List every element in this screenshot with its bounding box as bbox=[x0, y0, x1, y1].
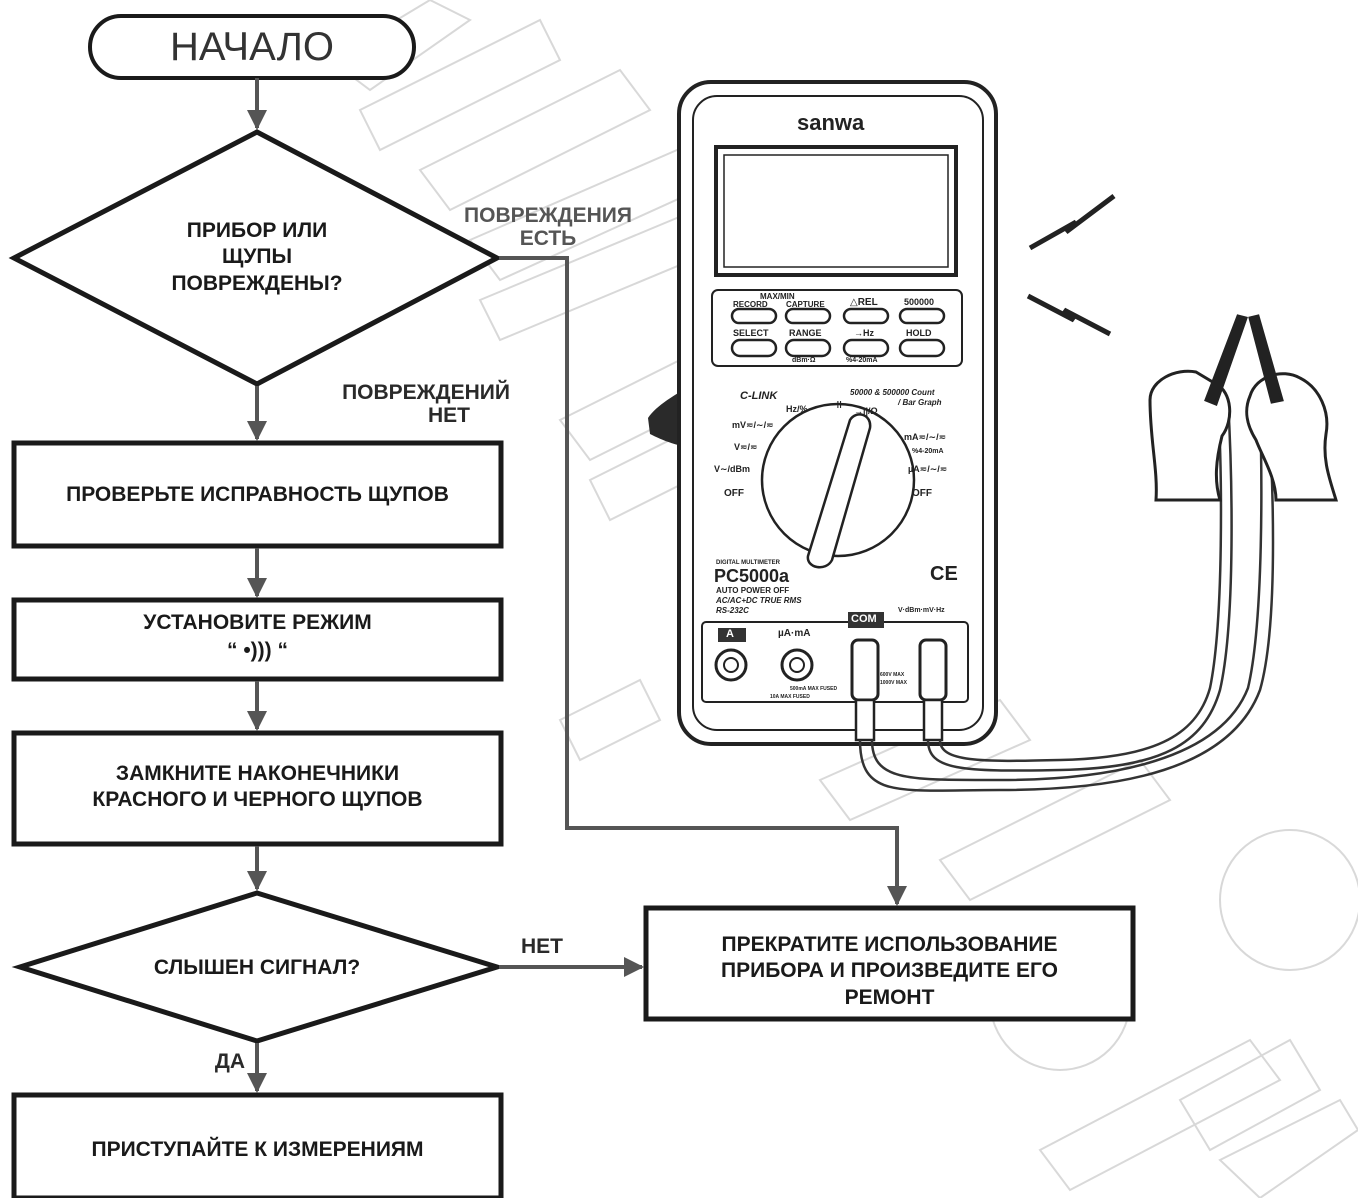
box-check-text: ПРОВЕРЬТЕ ИСПРАВНОСТЬ ЩУПОВ bbox=[18, 482, 497, 508]
box-short-text: ЗАМКНИТЕ НАКОНЕЧНИКИ КРАСНОГО И ЧЕРНОГО … bbox=[18, 761, 497, 814]
start-label: НАЧАЛО bbox=[92, 22, 412, 72]
record-button bbox=[732, 309, 776, 323]
btn-count-label: 500000 bbox=[904, 297, 934, 307]
box-mode-text: УСТАНОВИТЕ РЕЖИМ “ •))) “ bbox=[18, 610, 497, 665]
box-repair-text: ПРЕКРАТИТЕ ИСПОЛЬЗОВАНИЕ ПРИБОРА И ПРОИЗ… bbox=[650, 932, 1129, 1011]
jack-note-3: 600V MAX bbox=[880, 672, 904, 678]
label-damage-no-line2: НЕТ bbox=[310, 404, 510, 427]
btn-hz-label: →Hz bbox=[854, 328, 874, 338]
btn-hold-label: HOLD bbox=[906, 328, 932, 338]
btn-range-sub: dBm·Ω bbox=[792, 357, 816, 364]
label-no: НЕТ bbox=[512, 935, 572, 958]
capture-button bbox=[786, 309, 830, 323]
dial-hz: Hz/% bbox=[786, 404, 808, 414]
feature-2: AC/AC+DC TRUE RMS bbox=[716, 596, 802, 605]
jack-label-v: V·dBm·mV·Hz bbox=[898, 607, 945, 614]
label-damage-yes: ПОВРЕЖДЕНИЯ ЕСТЬ bbox=[448, 204, 648, 250]
jack-label-com: COM bbox=[851, 613, 877, 625]
dial-ohm: →||/Ω bbox=[854, 406, 878, 416]
label-damage-yes-line1: ПОВРЕЖДЕНИЯ bbox=[448, 204, 648, 227]
box-repair-line1: ПРЕКРАТИТЕ ИСПОЛЬЗОВАНИЕ bbox=[650, 932, 1129, 958]
label-damage-yes-line2: ЕСТЬ bbox=[448, 227, 648, 250]
clink-logo: C-LINK bbox=[740, 390, 777, 402]
box-short-line2: КРАСНОГО И ЧЕРНОГО ЩУПОВ bbox=[18, 787, 497, 813]
dial-vdc: V≂/≂ bbox=[734, 442, 758, 453]
jack-note-2: 10A MAX FUSED bbox=[770, 694, 810, 700]
box-measure-text: ПРИСТУПАЙТЕ К ИЗМЕРЕНИЯМ bbox=[18, 1137, 497, 1163]
com-plug bbox=[852, 640, 878, 700]
decision-damage-text: ПРИБОР ИЛИ ЩУПЫ ПОВРЕЖДЕНЫ? bbox=[120, 218, 394, 297]
model-name: PC5000a bbox=[714, 566, 789, 587]
dial-ma: mA≂/∼/≂ bbox=[904, 432, 946, 443]
spark-icon bbox=[1030, 196, 1114, 248]
btn-record-label: RECORD bbox=[733, 300, 768, 309]
hands-holding-probes bbox=[1150, 316, 1336, 500]
count-button bbox=[900, 309, 944, 323]
label-damage-no: ПОВРЕЖДЕНИЙ НЕТ bbox=[310, 381, 510, 427]
decision-damage-line3: ПОВРЕЖДЕНЫ? bbox=[120, 271, 394, 297]
feature-1: AUTO POWER OFF bbox=[716, 586, 789, 595]
label-damage-no-line1: ПОВРЕЖДЕНИЙ bbox=[310, 381, 510, 404]
dial-cap: ⊣⊢ bbox=[830, 400, 848, 411]
box-mode-line1: УСТАНОВИТЕ РЕЖИМ bbox=[18, 610, 497, 636]
count-label-2: / Bar Graph bbox=[898, 398, 942, 407]
dial-off-left: OFF bbox=[724, 488, 744, 499]
decision-signal-text: СЛЫШЕН СИГНАЛ? bbox=[120, 955, 394, 981]
dial-vac: V∼/dBm bbox=[714, 464, 750, 475]
btn-range-label: RANGE bbox=[789, 328, 822, 338]
jack-label-a: A bbox=[726, 628, 734, 640]
dial-420: %4-20mA bbox=[912, 448, 944, 455]
v-plug bbox=[920, 640, 946, 700]
select-button bbox=[732, 340, 776, 356]
box-repair-line3: РЕМОНТ bbox=[650, 985, 1129, 1011]
hold-button bbox=[900, 340, 944, 356]
btn-select-label: SELECT bbox=[733, 328, 769, 338]
box-mode-line2: “ •))) “ bbox=[18, 638, 497, 664]
hz-button bbox=[844, 340, 888, 356]
box-repair-line2: ПРИБОРА И ПРОИЗВЕДИТЕ ЕГО bbox=[650, 958, 1129, 984]
dial-off-right: OFF bbox=[912, 488, 932, 499]
dial-ua: µA≂/∼/≂ bbox=[908, 464, 947, 475]
btn-rel-label: △REL bbox=[850, 297, 878, 308]
ce-mark: CE bbox=[930, 563, 958, 586]
btn-capture-label: CAPTURE bbox=[786, 300, 825, 309]
rel-button bbox=[844, 309, 888, 323]
btn-hz-sub: %4-20mA bbox=[846, 357, 878, 364]
jack-note-1: 500mA MAX FUSED bbox=[790, 686, 837, 692]
decision-damage-line2: ЩУПЫ bbox=[120, 244, 394, 270]
meter-brand: sanwa bbox=[797, 110, 864, 136]
multimeter-illustration bbox=[679, 82, 996, 744]
box-short-line1: ЗАМКНИТЕ НАКОНЕЧНИКИ bbox=[18, 761, 497, 787]
spark-icon-2 bbox=[1028, 296, 1110, 334]
feature-3: RS-232C bbox=[716, 606, 749, 615]
range-button bbox=[786, 340, 830, 356]
jack-note-4: 1000V MAX bbox=[880, 680, 907, 686]
dial-mv: mV≂/∼/≂ bbox=[732, 420, 774, 431]
decision-damage-line1: ПРИБОР ИЛИ bbox=[120, 218, 394, 244]
label-yes: ДА bbox=[200, 1050, 260, 1073]
count-label-1: 50000 & 500000 Count bbox=[850, 388, 935, 397]
jack-label-ua: µA·mA bbox=[778, 628, 810, 639]
